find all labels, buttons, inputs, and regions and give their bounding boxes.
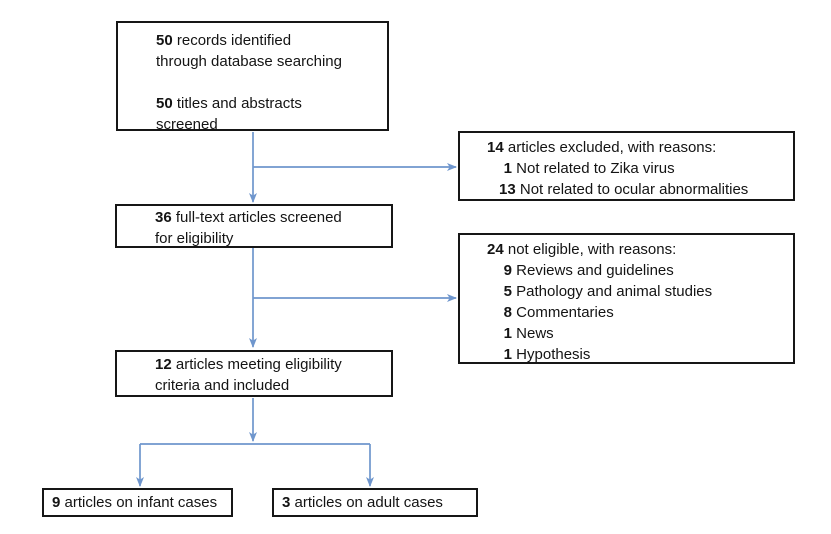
line-text: for eligibility (155, 230, 234, 247)
line-text: articles excluded, with reasons: (507, 139, 717, 156)
box-articles-excluded: 14 articles excluded, with reasons: 1 No… (458, 131, 795, 201)
text-line: 24 not eligible, with reasons: (487, 239, 785, 260)
line-text: Pathology and animal studies (516, 283, 713, 300)
box-meeting-eligibility: 12 articles meeting eligibility criteria… (115, 350, 393, 397)
exclusion-reason: 8 Commentaries (499, 302, 785, 323)
line-text: Hypothesis (516, 346, 591, 363)
line-text: screened (156, 116, 218, 133)
text-line: 50 records identified (156, 30, 379, 51)
line-text: News (516, 325, 554, 342)
line-text: articles on adult cases (294, 494, 443, 511)
exclusion-reason: 1 Not related to Zika virus (499, 158, 785, 179)
reason-count: 9 (503, 262, 512, 279)
text-line: 12 articles meeting eligibility (155, 354, 383, 375)
infant-count: 9 (52, 494, 61, 511)
eligible-count: 12 (155, 356, 172, 373)
exclusion-reason: 1 News (499, 323, 785, 344)
line-text: full-text articles screened (175, 209, 342, 226)
reason-count: 8 (503, 304, 512, 321)
line-text: Not related to Zika virus (516, 160, 675, 177)
adult-count: 3 (282, 494, 291, 511)
exclusion-reason: 5 Pathology and animal studies (499, 281, 785, 302)
line-text: Commentaries (516, 304, 614, 321)
line-text: not eligible, with reasons: (507, 241, 677, 258)
reason-count: 1 (503, 346, 512, 363)
excluded-count: 14 (487, 139, 504, 156)
text-line: 36 full-text articles screened (155, 207, 383, 228)
reason-count: 5 (503, 283, 512, 300)
box-records-identified: 50 records identified through database s… (116, 21, 389, 133)
line-text: criteria and included (155, 377, 290, 394)
box-adult-cases: 3 articles on adult cases (272, 488, 478, 517)
line-text: Not related to ocular abnormalities (519, 181, 749, 198)
record-count: 50 (156, 32, 173, 49)
screened-count: 50 (156, 95, 173, 112)
fulltext-count: 36 (155, 209, 172, 226)
text-line: for eligibility (155, 228, 383, 249)
text-line: 50 titles and abstracts (156, 93, 379, 114)
exclusion-reason: 9 Reviews and guidelines (499, 260, 785, 281)
line-text: articles meeting eligibility (175, 356, 342, 373)
line-text: Reviews and guidelines (516, 262, 674, 279)
text-line: 3 articles on adult cases (282, 492, 443, 513)
line-text: records identified (176, 32, 292, 49)
exclusion-reason: 13 Not related to ocular abnormalities (499, 179, 785, 200)
text-line: 14 articles excluded, with reasons: (487, 137, 785, 158)
exclusion-reason: 1 Hypothesis (499, 344, 785, 365)
reason-count: 1 (503, 325, 512, 342)
text-line: 9 articles on infant cases (52, 492, 217, 513)
line-text: titles and abstracts (176, 95, 302, 112)
line-text: through database searching (156, 53, 342, 70)
text-line: through database searching (156, 51, 379, 72)
box-infant-cases: 9 articles on infant cases (42, 488, 233, 517)
text-line: screened (156, 114, 379, 135)
reason-count: 13 (499, 181, 516, 198)
box-fulltext-screened: 36 full-text articles screened for eligi… (115, 204, 393, 248)
box-not-eligible: 24 not eligible, with reasons: 9 Reviews… (458, 233, 795, 364)
line-text: articles on infant cases (64, 494, 218, 511)
noteligible-count: 24 (487, 241, 504, 258)
text-line: criteria and included (155, 375, 383, 396)
reason-count: 1 (503, 160, 512, 177)
